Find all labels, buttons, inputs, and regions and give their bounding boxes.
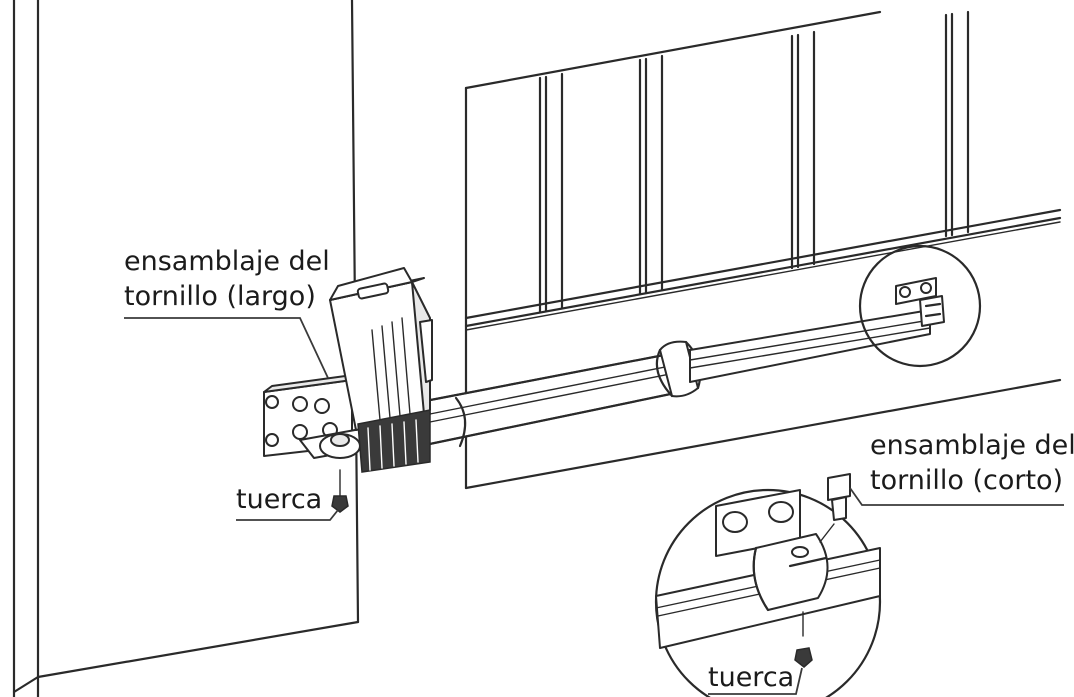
gate-vertical-bars — [538, 10, 970, 314]
label-nut-right-text: tuerca — [708, 662, 794, 693]
label-nut-left-text: tuerca — [236, 484, 322, 515]
leader-bolt-short — [849, 487, 1064, 506]
motor-unit — [263, 267, 433, 473]
gate-pillar — [12, 0, 360, 697]
gate-bracket-detail-circle — [858, 244, 982, 368]
leader-bolt-long — [124, 317, 329, 379]
label-bolt-long-line2: tornillo (largo) — [124, 281, 316, 312]
actuator-arm — [418, 309, 931, 448]
label-nut-right: tuerca — [708, 662, 803, 695]
label-bolt-short-line1: ensamblaje del — [870, 430, 1074, 461]
label-bolt-long-line1: ensamblaje del — [124, 246, 330, 277]
bracket-zoom-detail — [654, 473, 882, 697]
label-bolt-short: ensamblaje del tornillo (corto) — [849, 430, 1074, 506]
leader-nut-left — [236, 509, 339, 521]
label-bolt-long: ensamblaje del tornillo (largo) — [124, 246, 330, 379]
gate-panel — [464, 10, 1062, 490]
label-nut-left: tuerca — [236, 484, 339, 521]
leader-nut-right — [708, 667, 803, 695]
label-bolt-short-line2: tornillo (corto) — [870, 465, 1063, 496]
nut-left — [331, 469, 349, 513]
